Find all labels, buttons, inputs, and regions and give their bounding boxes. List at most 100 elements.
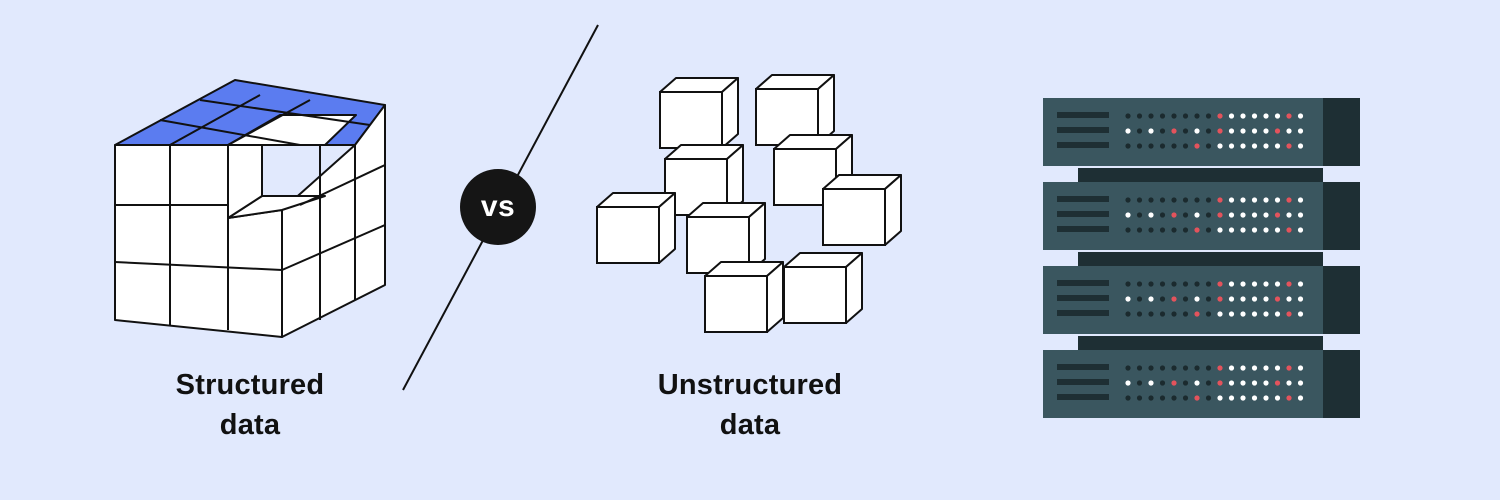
status-led — [1240, 212, 1246, 218]
status-led — [1297, 395, 1304, 401]
status-led — [1159, 212, 1166, 218]
status-led — [1159, 395, 1166, 401]
status-led — [1194, 113, 1200, 119]
status-led — [1228, 365, 1235, 371]
status-led — [1194, 197, 1200, 203]
status-led — [1205, 365, 1212, 371]
status-led — [1148, 113, 1154, 119]
vent-slot — [1057, 394, 1109, 400]
status-led — [1274, 365, 1281, 371]
status-led — [1159, 143, 1166, 149]
status-led — [1217, 296, 1223, 302]
status-led — [1217, 365, 1223, 371]
status-led — [1148, 365, 1154, 371]
status-led — [1205, 197, 1212, 203]
status-led — [1194, 296, 1200, 302]
status-led — [1194, 311, 1200, 317]
status-led — [1148, 143, 1154, 149]
status-led — [1205, 128, 1212, 134]
status-led — [1297, 212, 1304, 218]
status-led — [1263, 212, 1269, 218]
rack-connector — [1078, 336, 1323, 350]
status-led — [1136, 380, 1143, 386]
unstructured-data-label: Unstructured data — [657, 369, 843, 441]
status-led — [1217, 281, 1223, 287]
status-led — [1228, 296, 1235, 302]
status-led — [1125, 311, 1131, 317]
status-led — [1194, 395, 1200, 401]
status-led — [1228, 395, 1235, 401]
status-led — [1217, 197, 1223, 203]
status-led — [1286, 365, 1292, 371]
status-led — [1125, 128, 1131, 134]
server-unit-side — [1323, 266, 1360, 334]
status-led — [1240, 296, 1246, 302]
status-led — [1171, 380, 1177, 386]
status-led — [1217, 227, 1223, 233]
status-led — [1194, 380, 1200, 386]
server-unit-side — [1323, 98, 1360, 166]
status-led — [1125, 380, 1131, 386]
status-led — [1136, 212, 1143, 218]
status-led — [1274, 395, 1281, 401]
status-led — [1228, 143, 1235, 149]
status-led — [1297, 311, 1304, 317]
status-led — [1274, 281, 1281, 287]
status-led — [1228, 380, 1235, 386]
status-led — [1286, 395, 1292, 401]
status-led — [1125, 113, 1131, 119]
status-led — [1274, 380, 1281, 386]
vent-slot — [1057, 226, 1109, 232]
rack-connector — [1078, 168, 1323, 182]
status-led — [1182, 281, 1189, 287]
status-led — [1159, 311, 1166, 317]
status-led — [1171, 113, 1177, 119]
status-led — [1240, 365, 1246, 371]
status-led — [1148, 380, 1154, 386]
status-led — [1240, 395, 1246, 401]
status-led — [1297, 380, 1304, 386]
vent-slot — [1057, 142, 1109, 148]
status-led — [1251, 227, 1258, 233]
vent-slot — [1057, 310, 1109, 316]
status-led — [1217, 395, 1223, 401]
status-led — [1182, 227, 1189, 233]
status-led — [1205, 281, 1212, 287]
status-led — [1240, 380, 1246, 386]
status-led — [1297, 113, 1304, 119]
structured-data-label: Structured data — [175, 369, 325, 441]
status-led — [1205, 113, 1212, 119]
status-led — [1159, 365, 1166, 371]
status-led — [1159, 296, 1166, 302]
status-led — [1125, 395, 1131, 401]
status-led — [1217, 311, 1223, 317]
status-led — [1274, 212, 1281, 218]
status-led — [1263, 128, 1269, 134]
server-unit-side — [1323, 182, 1360, 250]
status-led — [1274, 296, 1281, 302]
vent-slot — [1057, 280, 1109, 286]
status-led — [1171, 296, 1177, 302]
status-led — [1171, 197, 1177, 203]
status-led — [1194, 365, 1200, 371]
status-led — [1182, 143, 1189, 149]
status-led — [1217, 128, 1223, 134]
status-led — [1125, 143, 1131, 149]
status-led — [1171, 212, 1177, 218]
status-led — [1148, 281, 1154, 287]
status-led — [1297, 143, 1304, 149]
status-led — [1240, 143, 1246, 149]
status-led — [1286, 380, 1292, 386]
status-led — [1251, 380, 1258, 386]
status-led — [1251, 311, 1258, 317]
status-led — [1205, 311, 1212, 317]
status-led — [1125, 365, 1131, 371]
status-led — [1171, 311, 1177, 317]
status-led — [1228, 197, 1235, 203]
status-led — [1228, 212, 1235, 218]
status-led — [1159, 281, 1166, 287]
status-led — [1217, 113, 1223, 119]
vent-slot — [1057, 364, 1109, 370]
